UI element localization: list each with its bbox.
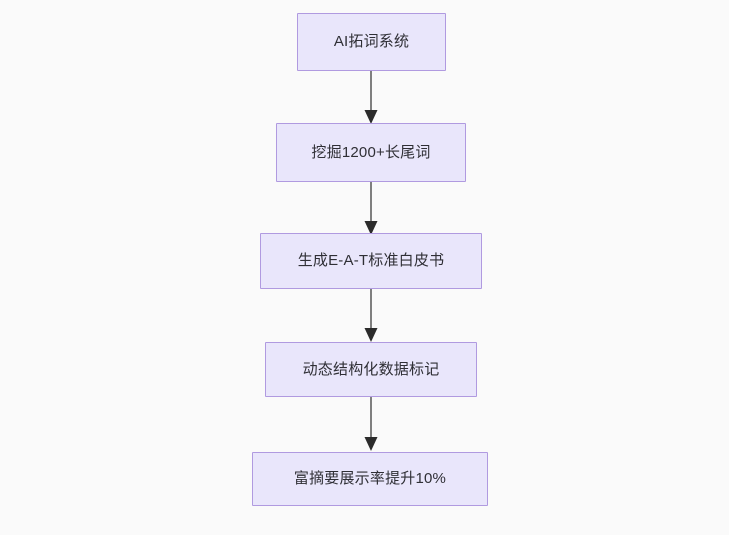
flowchart-node-generate-eat-whitepaper[interactable]: 生成E-A-T标准白皮书 <box>260 233 482 289</box>
flowchart-node-rich-snippet-rate-increase[interactable]: 富摘要展示率提升10% <box>252 452 488 506</box>
flowchart-node-label: 挖掘1200+长尾词 <box>311 143 431 161</box>
flowchart-node-label: 动态结构化数据标记 <box>302 360 440 378</box>
flowchart-node-mine-longtail-keywords[interactable]: 挖掘1200+长尾词 <box>276 123 466 182</box>
flowchart-node-ai-keyword-system[interactable]: AI拓词系统 <box>297 13 446 71</box>
edge-n3-n4 <box>364 288 378 342</box>
flowchart-node-label: 富摘要展示率提升10% <box>293 470 447 487</box>
edge-n4-n5 <box>364 396 378 451</box>
edge-n2-n3 <box>364 181 378 235</box>
flowchart-node-label: 生成E-A-T标准白皮书 <box>297 252 445 269</box>
edge-n1-n2 <box>364 70 378 124</box>
flowchart-node-dynamic-structured-data-markup[interactable]: 动态结构化数据标记 <box>265 342 477 397</box>
flowchart-node-label: AI拓词系统 <box>333 33 410 50</box>
